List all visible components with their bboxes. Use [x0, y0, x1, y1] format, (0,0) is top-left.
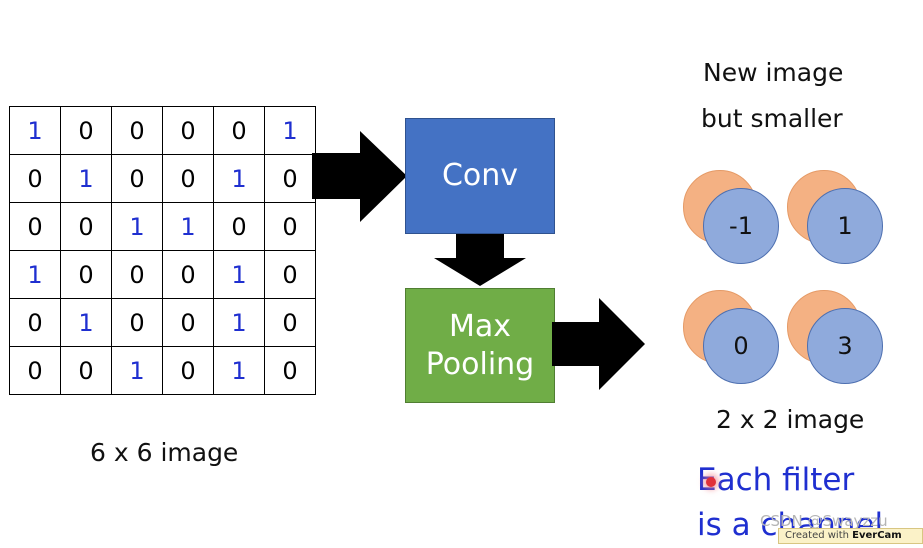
matrix-cell: 1 — [111, 202, 163, 251]
matrix-cell: 0 — [9, 202, 61, 251]
evercam-brand: EverCam — [852, 530, 902, 541]
matrix-cell: 0 — [264, 202, 316, 251]
channel-front-circle: 1 — [807, 188, 883, 264]
matrix-cell: 0 — [111, 298, 163, 347]
matrix-cell: 0 — [162, 250, 214, 299]
matrix-cell: 1 — [213, 250, 265, 299]
output-cell-2: 1 — [787, 170, 897, 270]
matrix-cell: 1 — [213, 298, 265, 347]
matrix-cell: 0 — [60, 202, 112, 251]
evercam-badge: Created with EverCam — [778, 528, 923, 544]
matrix-cell: 0 — [111, 154, 163, 203]
matrix-cell: 1 — [111, 346, 163, 395]
matrix-cell: 1 — [9, 106, 61, 155]
csdn-watermark: CSDN @Swayzzu — [760, 512, 888, 530]
matrix-cell: 0 — [264, 346, 316, 395]
matrix-cell: 0 — [9, 298, 61, 347]
output-title-line2: but smaller — [701, 104, 843, 133]
laser-pointer-dot — [706, 477, 716, 487]
output-cell-1: -1 — [683, 170, 793, 270]
max-pooling-box: Max Pooling — [405, 288, 555, 403]
channel-front-circle: -1 — [703, 188, 779, 264]
channel-front-circle: 3 — [807, 308, 883, 384]
output-cell-3: 0 — [683, 290, 793, 390]
matrix-cell: 1 — [213, 154, 265, 203]
conv-box: Conv — [405, 118, 555, 234]
channel-front-circle: 0 — [703, 308, 779, 384]
matrix-cell: 0 — [264, 250, 316, 299]
max-pooling-label-line1: Max — [448, 309, 512, 344]
matrix-cell: 0 — [60, 106, 112, 155]
arrow-to-output-icon — [552, 298, 645, 390]
matrix-cell: 0 — [213, 202, 265, 251]
matrix-cell: 0 — [162, 106, 214, 155]
output-caption: 2 x 2 image — [716, 405, 865, 434]
matrix-cell: 0 — [162, 346, 214, 395]
matrix-cell: 1 — [213, 346, 265, 395]
output-title-line1: New image — [703, 58, 844, 87]
matrix-cell: 0 — [9, 154, 61, 203]
matrix-cell: 0 — [60, 250, 112, 299]
channel-note-line1: Each filter — [697, 462, 855, 498]
matrix-cell: 0 — [264, 298, 316, 347]
matrix-cell: 0 — [9, 346, 61, 395]
evercam-prefix: Created with — [785, 530, 853, 541]
arrow-to-conv-icon — [312, 131, 407, 222]
max-pooling-label-line2: Pooling — [425, 346, 535, 382]
matrix-cell: 0 — [162, 154, 214, 203]
output-cell-4: 3 — [787, 290, 897, 390]
matrix-cell: 0 — [111, 250, 163, 299]
matrix-cell: 0 — [162, 298, 214, 347]
matrix-cell: 1 — [162, 202, 214, 251]
matrix-cell: 0 — [111, 106, 163, 155]
matrix-cell: 1 — [60, 154, 112, 203]
arrow-down-icon — [434, 234, 526, 286]
matrix-cell: 1 — [264, 106, 316, 155]
matrix-cell: 0 — [60, 346, 112, 395]
matrix-cell: 1 — [60, 298, 112, 347]
matrix-cell: 0 — [264, 154, 316, 203]
input-caption: 6 x 6 image — [90, 438, 239, 467]
conv-label: Conv — [441, 158, 519, 194]
matrix-cell: 1 — [9, 250, 61, 299]
matrix-cell: 0 — [213, 106, 265, 155]
